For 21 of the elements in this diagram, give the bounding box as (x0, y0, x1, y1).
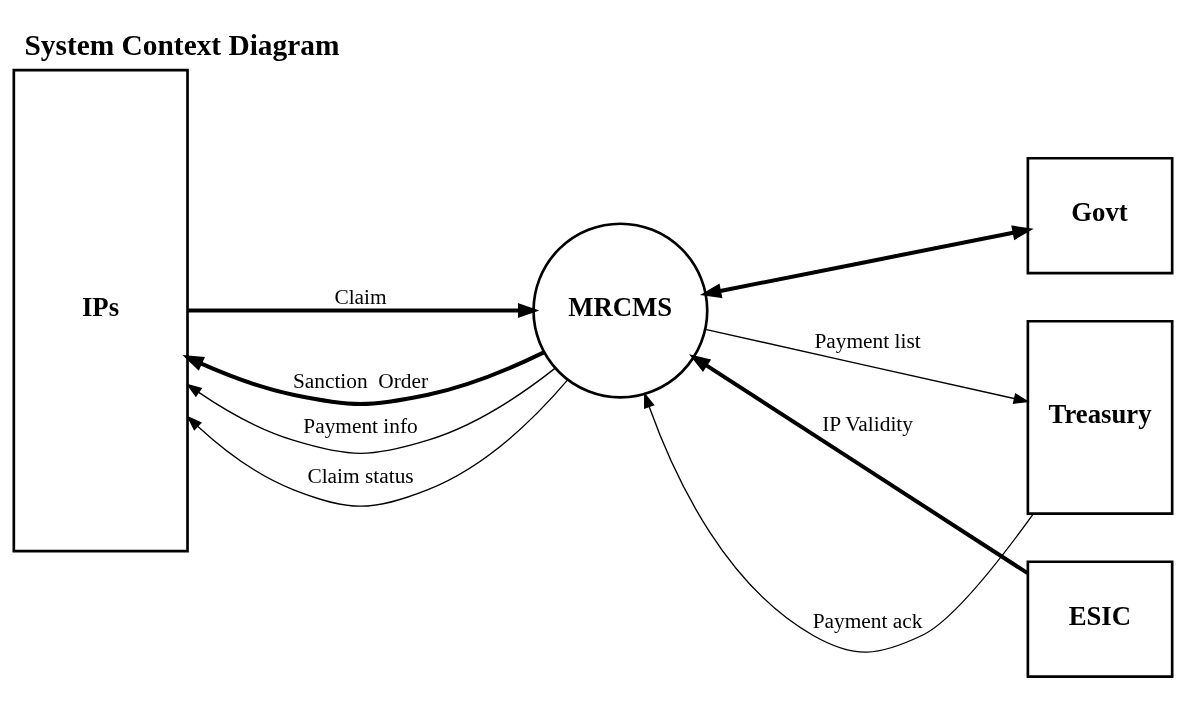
arrow (699, 225, 1034, 299)
diagram-title: System Context Diagram (24, 28, 340, 61)
edge-label: IP Validity (822, 411, 913, 436)
edge-label: Claim status (307, 463, 414, 488)
arrow (182, 350, 545, 406)
node-circle: MRCMS (532, 222, 709, 399)
edge-label: Payment ack (812, 609, 923, 634)
node-box: Govt (1026, 156, 1174, 275)
node-box: ESIC (1026, 560, 1174, 678)
arrow (644, 392, 1034, 653)
arrow (187, 303, 540, 319)
arrow (185, 367, 556, 455)
node-box: Treasury (1026, 319, 1174, 515)
arrow (186, 379, 569, 507)
edge-label: Claim (334, 284, 387, 309)
edge-label: Payment list (814, 328, 921, 353)
arrow (689, 354, 1029, 575)
arrow (704, 328, 1030, 404)
edge-label: Payment info (303, 414, 418, 439)
node-box: IPs (12, 68, 189, 553)
edge-label: Sanction Order (292, 368, 429, 393)
